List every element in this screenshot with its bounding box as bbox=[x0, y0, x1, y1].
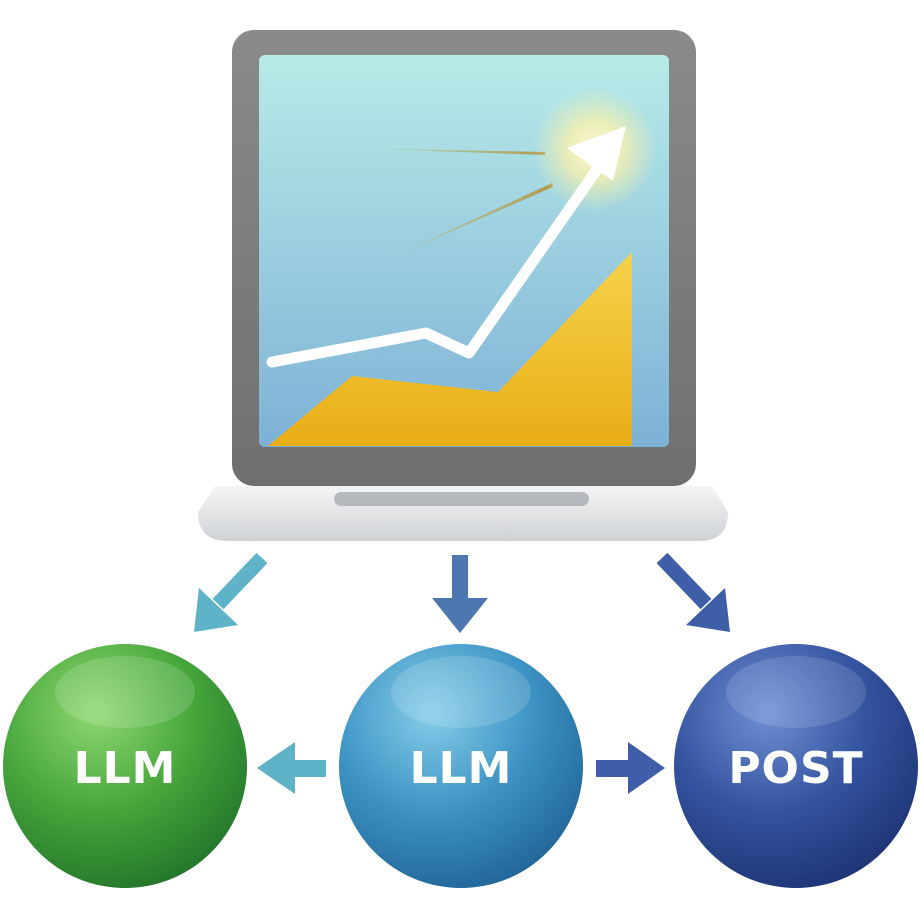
node-label: LLM bbox=[74, 743, 177, 794]
arrow-down-left-icon bbox=[194, 552, 268, 632]
growth-area bbox=[268, 252, 632, 446]
trend-line bbox=[266, 162, 604, 368]
laptop-base bbox=[198, 486, 728, 541]
motion-ray bbox=[375, 183, 553, 265]
arrow-down-icon bbox=[432, 555, 488, 633]
node-label: POST bbox=[728, 743, 863, 794]
node-shine bbox=[55, 656, 195, 728]
node-label: LLM bbox=[410, 743, 513, 794]
arrow-down-right-icon bbox=[656, 552, 730, 632]
laptop-icon bbox=[198, 30, 728, 541]
node-llm-center: LLM bbox=[339, 644, 583, 888]
trend-arrow-head bbox=[567, 126, 626, 181]
growth-chart-icon bbox=[266, 88, 657, 446]
node-shine bbox=[726, 656, 866, 728]
trend-arrow-icon bbox=[266, 126, 626, 368]
node-circle bbox=[674, 644, 918, 888]
node-post: POST bbox=[674, 644, 918, 888]
node-shine bbox=[391, 656, 531, 728]
arrow-left-icon bbox=[257, 742, 326, 794]
arrow-right-icon bbox=[596, 742, 665, 794]
motion-ray bbox=[345, 148, 545, 155]
trackpad bbox=[334, 492, 589, 506]
node-circle bbox=[3, 644, 247, 888]
node-circle bbox=[339, 644, 583, 888]
node-llm-left: LLM bbox=[3, 644, 247, 888]
